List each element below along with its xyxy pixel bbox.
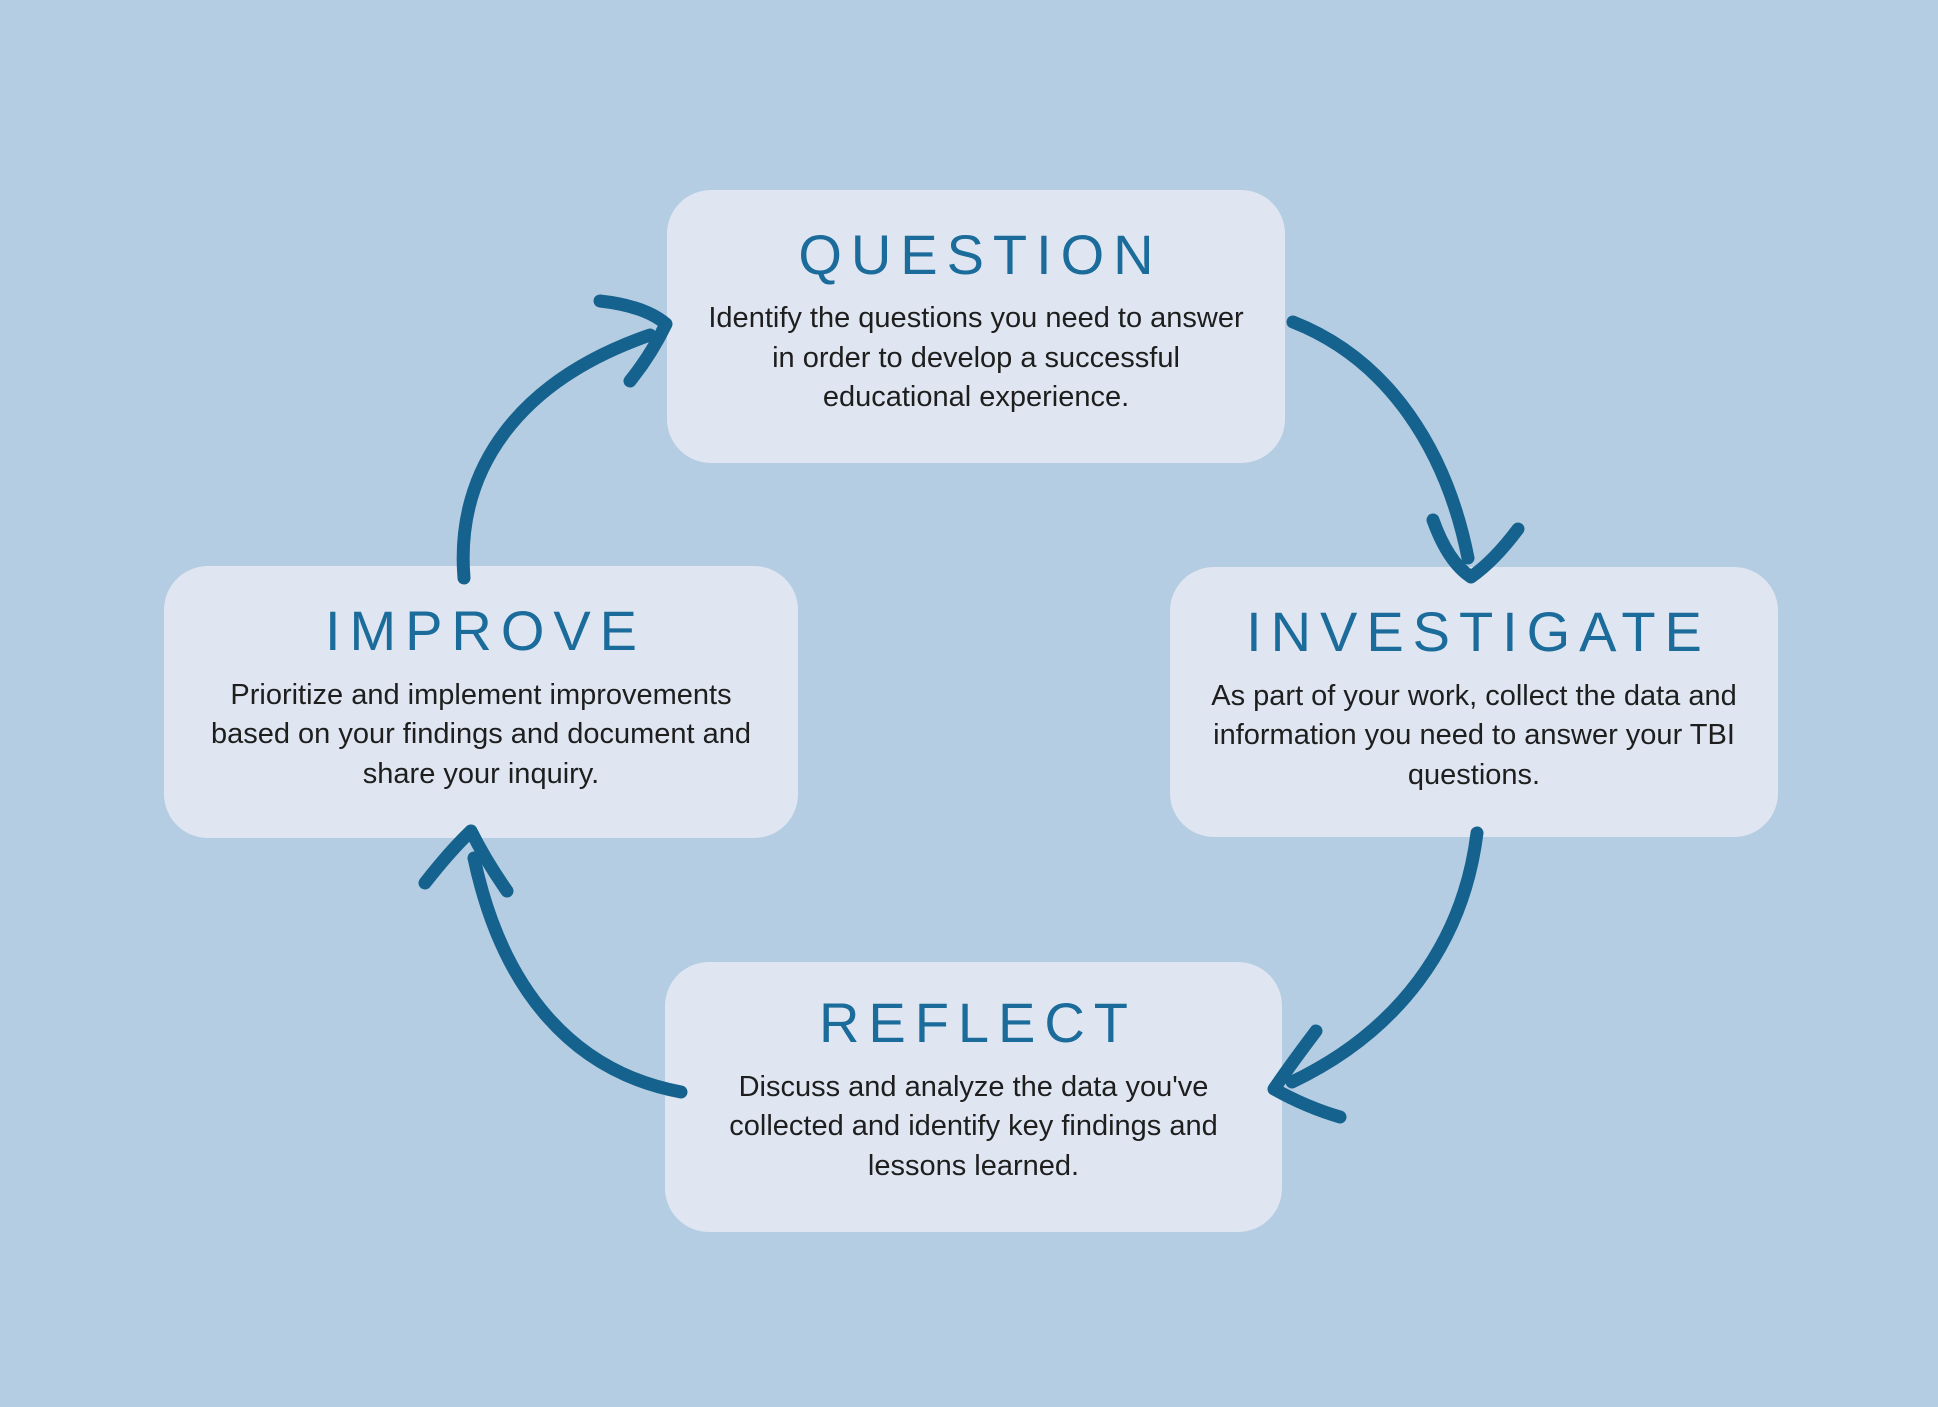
step-card-reflect: REFLECT Discuss and analyze the data you… [665,962,1282,1232]
step-title-question: QUESTION [798,222,1163,286]
step-title-reflect: REFLECT [819,991,1137,1055]
step-description-investigate: As part of your work, collect the data a… [1211,679,1737,791]
step-title-investigate: INVESTIGATE [1246,600,1711,664]
step-card-investigate: INVESTIGATE As part of your work, collec… [1170,567,1778,837]
step-card-question: QUESTION Identify the questions you need… [667,190,1285,463]
step-description-question: Identify the questions you need to answe… [708,302,1244,414]
step-title-improve: IMPROVE [324,599,646,663]
step-card-improve: IMPROVE Prioritize and implement improve… [164,566,798,838]
arrow-reflect-to-improve-icon [418,824,688,1099]
arrow-question-to-investigate-icon [1286,315,1525,584]
arrow-investigate-to-reflect-icon [1267,826,1484,1124]
step-description-reflect: Discuss and analyze the data you've coll… [729,1070,1218,1182]
arrow-improve-to-question-icon [456,294,673,585]
step-description-improve: Prioritize and implement improvements ba… [210,678,752,790]
